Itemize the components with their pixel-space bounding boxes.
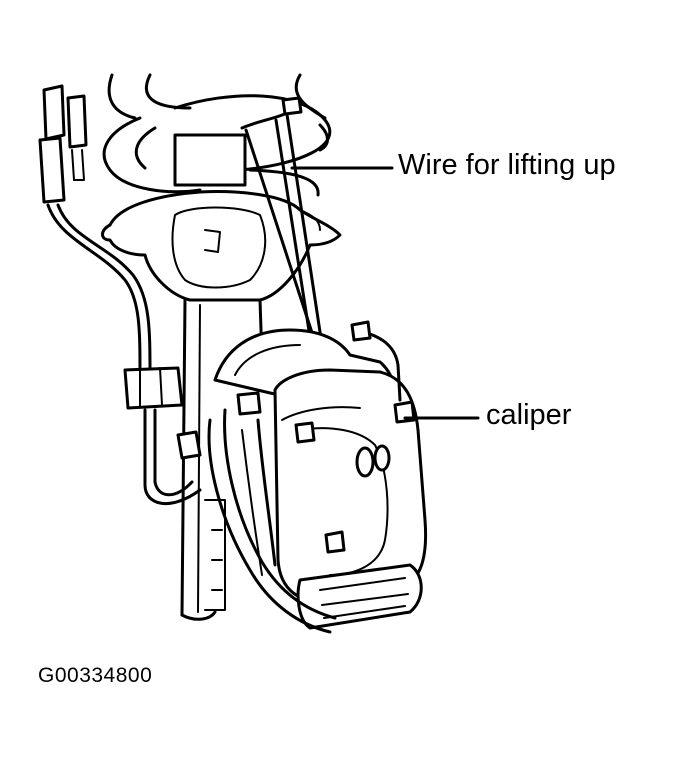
strut-body — [101, 133, 342, 621]
figure-code: G00334800 — [38, 664, 153, 687]
caliper-callout-label: caliper — [486, 399, 572, 431]
leader-lines — [290, 166, 480, 420]
wire-callout-label: Wire for lifting up — [398, 149, 616, 181]
caliper-assembly — [207, 320, 428, 634]
brake-hose — [38, 84, 202, 506]
coil-spring — [102, 73, 332, 197]
